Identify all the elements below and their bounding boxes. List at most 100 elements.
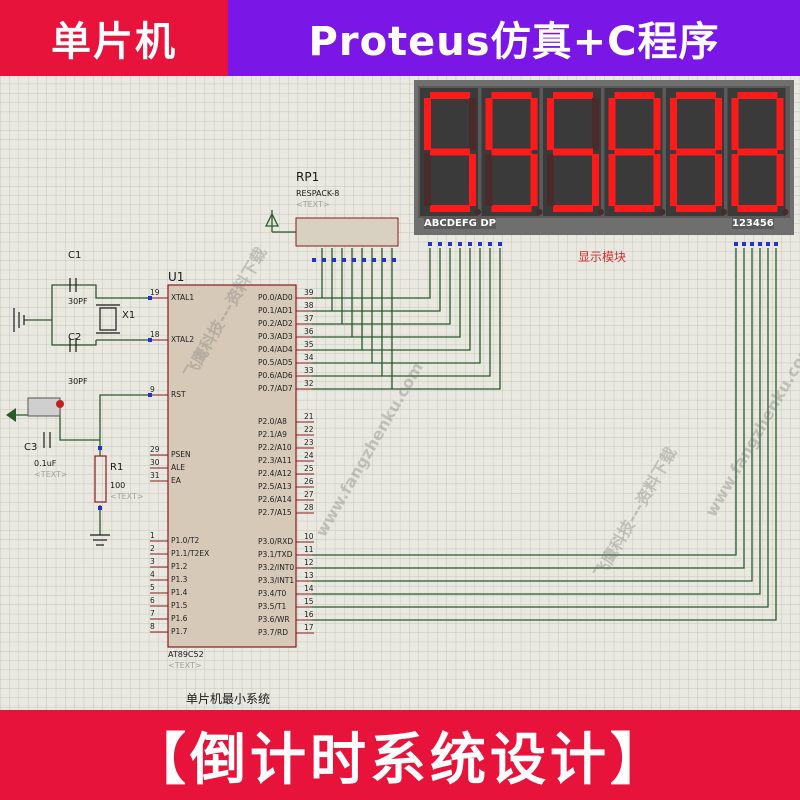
- segment-e: [424, 154, 431, 206]
- segment-d: [491, 205, 532, 212]
- segment-c: [592, 154, 599, 206]
- display-digit-6: [727, 88, 789, 216]
- u1-pin-number: 29: [150, 445, 160, 454]
- wires-oscillator: [10, 284, 150, 535]
- u1-pin-number: 3: [150, 557, 155, 566]
- u1-pin-p1-0-t2: P1.0/T2: [171, 536, 200, 545]
- c2-value: 30PF: [68, 377, 88, 386]
- display-digit-5: [666, 88, 727, 216]
- segment-e: [731, 154, 739, 206]
- segment-f: [485, 98, 493, 150]
- display-digit-2: [481, 88, 543, 216]
- u1-pin-p3-6-wr: P3.6/WR: [258, 615, 290, 624]
- c1-value: 30PF: [68, 297, 88, 306]
- u1-pin-p2-1-a9: P2.1/A9: [258, 430, 287, 439]
- u1-pin-number: 19: [150, 288, 160, 297]
- segment-g: [430, 148, 470, 156]
- segment-g: [553, 148, 593, 156]
- u1-pin-number: 33: [304, 366, 314, 375]
- u1-chip-body: [167, 284, 297, 648]
- footer-title: 【倒计时系统设计】: [0, 710, 800, 800]
- segment-g: [676, 148, 716, 156]
- display-digit-1: [420, 88, 481, 216]
- u1-ref: U1: [168, 270, 185, 284]
- u1-pin-p2-5-a13: P2.5/A13: [258, 482, 292, 491]
- u1-pin-number: 35: [304, 340, 314, 349]
- u1-pin-number: 32: [304, 379, 314, 388]
- u1-pin-number: 4: [150, 570, 155, 579]
- segment-f: [670, 98, 677, 150]
- r1-resistor: [94, 455, 107, 503]
- u1-pin-number: 1: [150, 531, 155, 540]
- u1-pin-p0-7-ad7: P0.7/AD7: [258, 384, 293, 393]
- u1-pin-number: 13: [304, 571, 314, 580]
- u1-pin-p0-6-ad6: P0.6/AD6: [258, 371, 293, 380]
- u1-pin-p1-5: P1.5: [171, 601, 188, 610]
- u1-pin-number: 38: [304, 301, 314, 310]
- c1-ref: C1: [68, 250, 82, 261]
- segment-c: [469, 154, 476, 206]
- u1-pin-number: 24: [304, 451, 314, 460]
- u1-pin-p1-1-t2ex: P1.1/T2EX: [171, 549, 210, 558]
- u1-pin-number: 16: [304, 610, 314, 619]
- segment-g: [614, 148, 655, 156]
- segment-c: [776, 154, 784, 206]
- segment-b: [653, 98, 661, 150]
- u1-pin-p2-4-a12: P2.4/A12: [258, 469, 292, 478]
- segment-a: [614, 92, 655, 99]
- u1-pin-p3-3-int1: P3.3/INT1: [258, 576, 295, 585]
- digit-label: 123456: [732, 218, 774, 229]
- segment-a: [676, 92, 716, 99]
- u1-pin-number: 2: [150, 544, 155, 553]
- segment-c: [530, 154, 538, 206]
- u1-pin-p1-2: P1.2: [171, 562, 188, 571]
- u1-pin-p3-4-t0: P3.4/T0: [258, 589, 287, 598]
- u1-pin-p3-7-rd: P3.7/RD: [258, 628, 288, 637]
- u1-pin-number: 17: [304, 623, 314, 632]
- c3-value: 0.1uF: [34, 459, 57, 468]
- segment-d: [614, 205, 655, 212]
- segment-f: [547, 98, 554, 150]
- u1-pin-number: 12: [304, 558, 314, 567]
- segment-e: [485, 154, 493, 206]
- reset-button[interactable]: [6, 397, 64, 422]
- u1-pin-rst: RST: [171, 390, 186, 399]
- u1-pin-number: 21: [304, 412, 314, 421]
- u1-pin-number: 5: [150, 583, 155, 592]
- c3-text: <TEXT>: [34, 470, 68, 479]
- display-digit-3: [543, 88, 604, 216]
- u1-pin-number: 14: [304, 584, 314, 593]
- u1-pin-p3-0-rxd: P3.0/RXD: [258, 537, 294, 546]
- segment-b: [530, 98, 538, 150]
- segment-b: [776, 98, 784, 150]
- seven-segment-display: [414, 80, 794, 235]
- u1-pin-number: 27: [304, 490, 314, 499]
- u1-pin-p1-3: P1.3: [171, 575, 188, 584]
- u1-pin-p0-0-ad0: P0.0/AD0: [258, 293, 293, 302]
- c2-ref: C2: [68, 332, 82, 343]
- segment-f: [424, 98, 431, 150]
- u1-pin-p0-4-ad4: P0.4/AD4: [258, 345, 293, 354]
- segment-d: [676, 205, 716, 212]
- segment-e: [670, 154, 677, 206]
- u1-pin-p3-2-int0: P3.2/INT0: [258, 563, 295, 572]
- u1-pin-p0-1-ad1: P0.1/AD1: [258, 306, 293, 315]
- u1-text: <TEXT>: [168, 661, 202, 670]
- minimum-system-caption: 单片机最小系统: [186, 692, 271, 706]
- segment-b: [469, 98, 476, 150]
- wires-p0: [312, 248, 777, 621]
- u1-pin-p1-7: P1.7: [171, 627, 188, 636]
- u1-pin-p3-5-t1: P3.5/T1: [258, 602, 287, 611]
- u1-pin-ale: ALE: [171, 463, 186, 472]
- display-module-label: 显示模块: [578, 250, 627, 264]
- segment-g: [737, 148, 778, 156]
- u1-pin-number: 37: [304, 314, 314, 323]
- segment-a: [430, 92, 470, 99]
- segment-d: [553, 205, 593, 212]
- u1-pin-number: 8: [150, 622, 155, 631]
- segment-e: [547, 154, 554, 206]
- r1-ref: R1: [110, 462, 124, 473]
- u1-pin-number: 30: [150, 458, 160, 467]
- u1-pin-p3-1-txd: P3.1/TXD: [258, 550, 293, 559]
